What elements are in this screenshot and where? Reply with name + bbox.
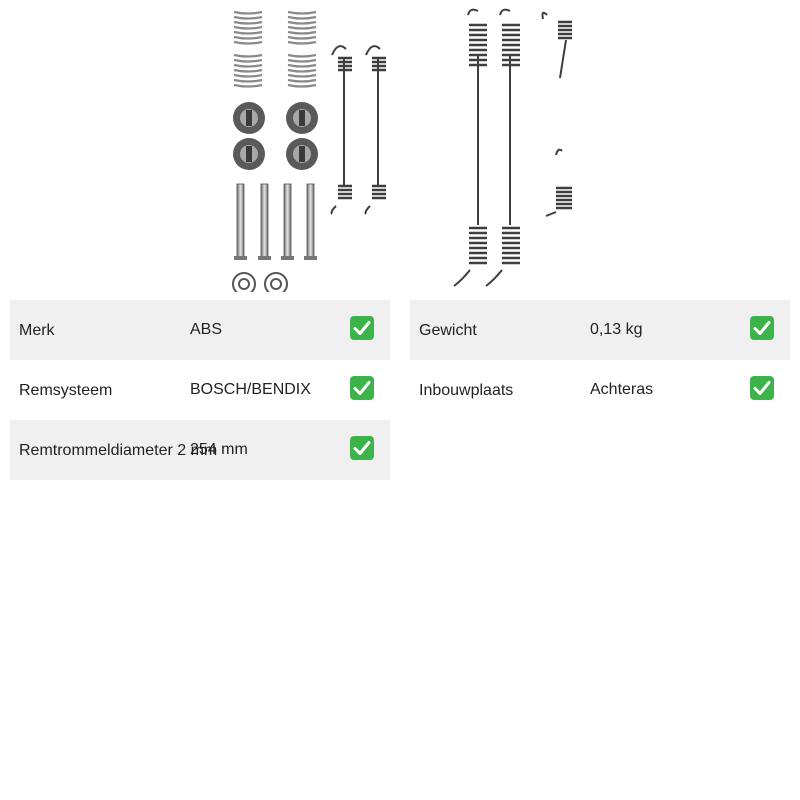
spec-label: Remsysteem (19, 382, 113, 399)
spec-row-drum-diameter: Remtrommeldiameter 2 mm 254 mm (10, 420, 390, 480)
spec-row-fitting-position: Inbouwplaats Achteras (410, 360, 790, 420)
spec-label: Merk (19, 322, 55, 339)
check-mark-icon (750, 316, 774, 340)
spec-label: Gewicht (419, 322, 477, 339)
check-mark-icon (750, 376, 774, 400)
check-mark-icon (350, 436, 374, 460)
spec-table-left: Merk ABS Remsysteem BOSCH/BENDIX Remtrom… (10, 300, 390, 480)
product-image-brake-hardware-kit (232, 8, 572, 292)
spec-row-brake-system: Remsysteem BOSCH/BENDIX (10, 360, 390, 420)
spec-value: BOSCH/BENDIX (190, 381, 311, 398)
spec-value: 254 mm (190, 441, 248, 458)
spec-value: ABS (190, 321, 223, 338)
check-mark-icon (350, 376, 374, 400)
spec-value: Achteras (590, 381, 654, 398)
spec-table-right: Gewicht 0,13 kg Inbouwplaats Achteras (410, 300, 790, 420)
spec-row-weight: Gewicht 0,13 kg (410, 300, 790, 360)
check-mark-icon (350, 316, 374, 340)
spec-label: Inbouwplaats (419, 382, 514, 399)
spec-row-brand: Merk ABS (10, 300, 390, 360)
spec-value: 0,13 kg (590, 321, 643, 338)
spec-label: Remtrommeldiameter 2 mm (19, 442, 218, 459)
